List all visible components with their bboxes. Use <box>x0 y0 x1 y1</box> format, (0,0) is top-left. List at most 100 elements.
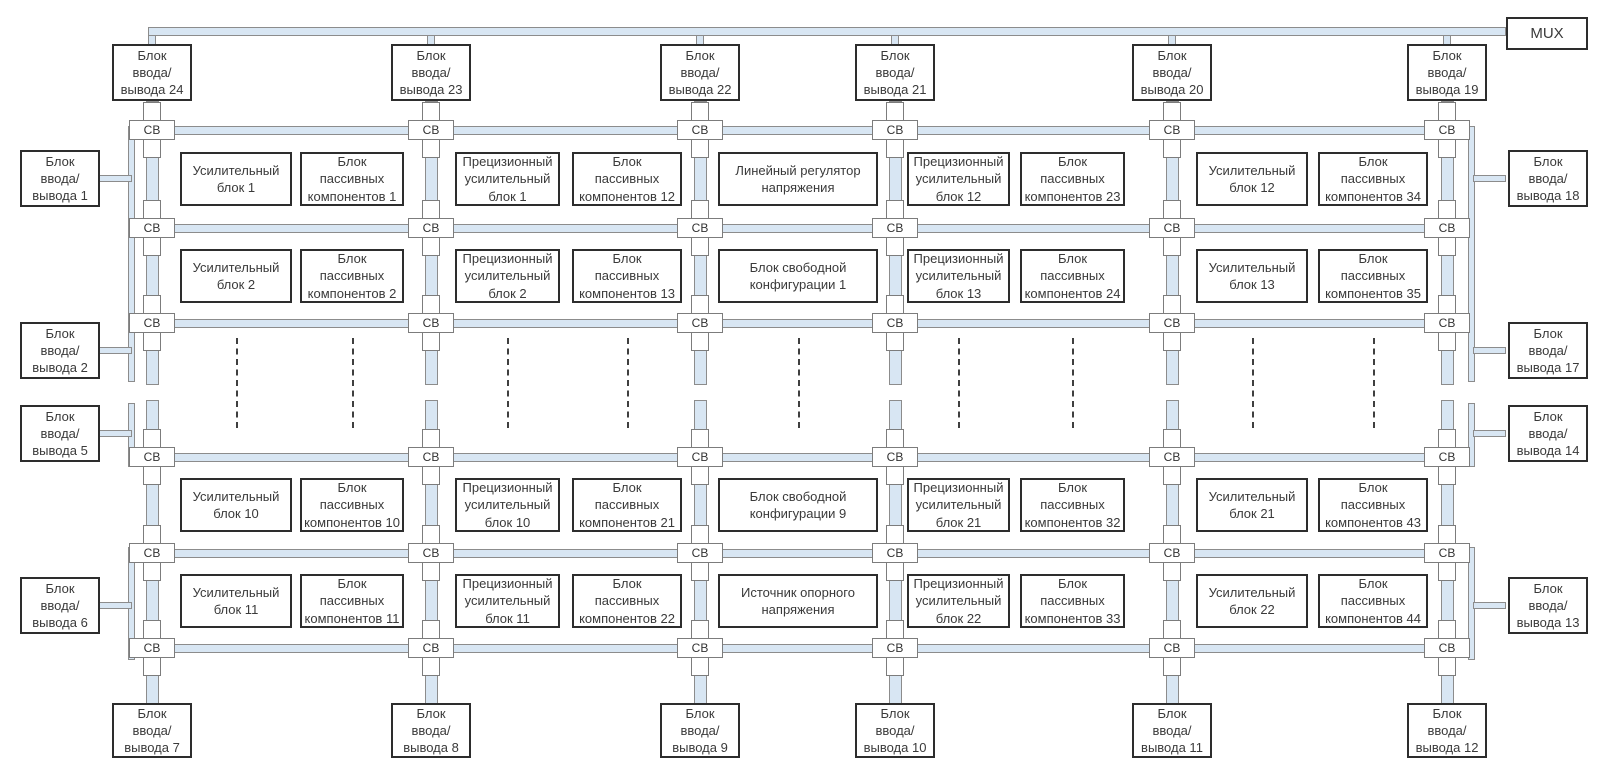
dashed-continuation <box>958 338 960 428</box>
cv-junction: СВ <box>1424 543 1470 563</box>
io-stub-right <box>1473 602 1506 609</box>
io-block-left: Блок ввода/ вывода 1 <box>20 150 100 207</box>
cv-junction: СВ <box>872 447 918 467</box>
function-block: Усилительный блок 13 <box>1196 249 1308 303</box>
function-block: Блок пассивных компонентов 11 <box>300 574 404 628</box>
cv-junction: СВ <box>1424 218 1470 238</box>
io-block-bottom: Блок ввода/ вывода 10 <box>855 703 935 758</box>
io-stub-left <box>99 602 132 609</box>
io-block-top: Блок ввода/ вывода 24 <box>112 44 192 101</box>
io-stub-left <box>99 347 132 354</box>
cv-junction: СВ <box>1424 638 1470 658</box>
io-stub-left <box>99 430 132 437</box>
function-block: Усилительный блок 21 <box>1196 478 1308 532</box>
io-stub-right <box>1473 347 1506 354</box>
io-block-right: Блок ввода/ вывода 13 <box>1508 577 1588 634</box>
function-block: Усилительный блок 22 <box>1196 574 1308 628</box>
cv-junction: СВ <box>677 120 723 140</box>
io-block-top: Блок ввода/ вывода 19 <box>1407 44 1487 101</box>
function-block: Прецизионный усилительный блок 22 <box>907 574 1010 628</box>
cv-junction: СВ <box>677 218 723 238</box>
cv-junction: СВ <box>677 447 723 467</box>
dashed-continuation <box>1373 338 1375 428</box>
io-block-top: Блок ввода/ вывода 22 <box>660 44 740 101</box>
horizontal-bus <box>152 224 1447 233</box>
function-block: Блок пассивных компонентов 1 <box>300 152 404 206</box>
dashed-continuation <box>627 338 629 428</box>
function-block: Прецизионный усилительный блок 1 <box>455 152 560 206</box>
function-block: Блок пассивных компонентов 32 <box>1020 478 1125 532</box>
function-block: Блок пассивных компонентов 13 <box>572 249 682 303</box>
horizontal-bus <box>152 126 1447 135</box>
cv-junction: СВ <box>872 313 918 333</box>
io-stub-right <box>1473 430 1506 437</box>
cv-junction: СВ <box>129 218 175 238</box>
function-block: Усилительный блок 2 <box>180 249 292 303</box>
function-block: Блок пассивных компонентов 43 <box>1318 478 1428 532</box>
io-block-top: Блок ввода/ вывода 23 <box>391 44 471 101</box>
horizontal-bus <box>152 319 1447 328</box>
io-block-bottom: Блок ввода/ вывода 8 <box>391 703 471 758</box>
function-block: Усилительный блок 12 <box>1196 152 1308 206</box>
function-block: Блок пассивных компонентов 33 <box>1020 574 1125 628</box>
function-block: Прецизионный усилительный блок 11 <box>455 574 560 628</box>
function-block: Прецизионный усилительный блок 21 <box>907 478 1010 532</box>
io-block-left: Блок ввода/ вывода 5 <box>20 405 100 462</box>
dashed-continuation <box>352 338 354 428</box>
cv-junction: СВ <box>1149 120 1195 140</box>
io-block-right: Блок ввода/ вывода 14 <box>1508 405 1588 462</box>
io-stub-right <box>1473 175 1506 182</box>
io-block-left: Блок ввода/ вывода 6 <box>20 577 100 634</box>
function-block: Блок пассивных компонентов 34 <box>1318 152 1428 206</box>
function-block: Блок пассивных компонентов 22 <box>572 574 682 628</box>
cv-junction: СВ <box>677 638 723 658</box>
function-block: Блок пассивных компонентов 35 <box>1318 249 1428 303</box>
cv-junction: СВ <box>408 447 454 467</box>
cv-junction: СВ <box>129 447 175 467</box>
cv-junction: СВ <box>129 543 175 563</box>
io-block-left: Блок ввода/ вывода 2 <box>20 322 100 379</box>
cv-junction: СВ <box>1149 543 1195 563</box>
function-block: Блок пассивных компонентов 24 <box>1020 249 1125 303</box>
io-block-bottom: Блок ввода/ вывода 11 <box>1132 703 1212 758</box>
function-block: Прецизионный усилительный блок 13 <box>907 249 1010 303</box>
cv-junction: СВ <box>1149 313 1195 333</box>
cv-junction: СВ <box>129 120 175 140</box>
cv-junction: СВ <box>1424 120 1470 140</box>
function-block: Усилительный блок 1 <box>180 152 292 206</box>
cv-junction: СВ <box>408 313 454 333</box>
cv-junction: СВ <box>1424 447 1470 467</box>
io-block-right: Блок ввода/ вывода 18 <box>1508 150 1588 207</box>
cv-junction: СВ <box>129 638 175 658</box>
function-block: Линейный регулятор напряжения <box>718 152 878 206</box>
function-block: Прецизионный усилительный блок 10 <box>455 478 560 532</box>
dashed-continuation <box>236 338 238 428</box>
io-stub-left <box>99 175 132 182</box>
mux-bus-horizontal <box>148 27 1506 36</box>
function-block: Блок свободной конфигурации 1 <box>718 249 878 303</box>
cv-junction: СВ <box>408 543 454 563</box>
cv-junction: СВ <box>872 218 918 238</box>
function-block: Блок пассивных компонентов 21 <box>572 478 682 532</box>
function-block: Блок пассивных компонентов 12 <box>572 152 682 206</box>
function-block: Блок свободной конфигурации 9 <box>718 478 878 532</box>
cv-junction: СВ <box>872 638 918 658</box>
io-block-bottom: Блок ввода/ вывода 7 <box>112 703 192 758</box>
io-block-bottom: Блок ввода/ вывода 9 <box>660 703 740 758</box>
mux-block: MUX <box>1506 17 1588 50</box>
cv-junction: СВ <box>1149 638 1195 658</box>
cv-junction: СВ <box>1149 447 1195 467</box>
function-block: Блок пассивных компонентов 2 <box>300 249 404 303</box>
io-block-top: Блок ввода/ вывода 21 <box>855 44 935 101</box>
horizontal-bus <box>152 549 1447 558</box>
cv-junction: СВ <box>1149 218 1195 238</box>
function-block: Блок пассивных компонентов 10 <box>300 478 404 532</box>
dashed-continuation <box>1072 338 1074 428</box>
cv-junction: СВ <box>872 543 918 563</box>
function-block: Блок пассивных компонентов 44 <box>1318 574 1428 628</box>
cv-junction: СВ <box>677 313 723 333</box>
cv-junction: СВ <box>408 120 454 140</box>
cv-junction: СВ <box>872 120 918 140</box>
function-block: Источник опорного напряжения <box>718 574 878 628</box>
